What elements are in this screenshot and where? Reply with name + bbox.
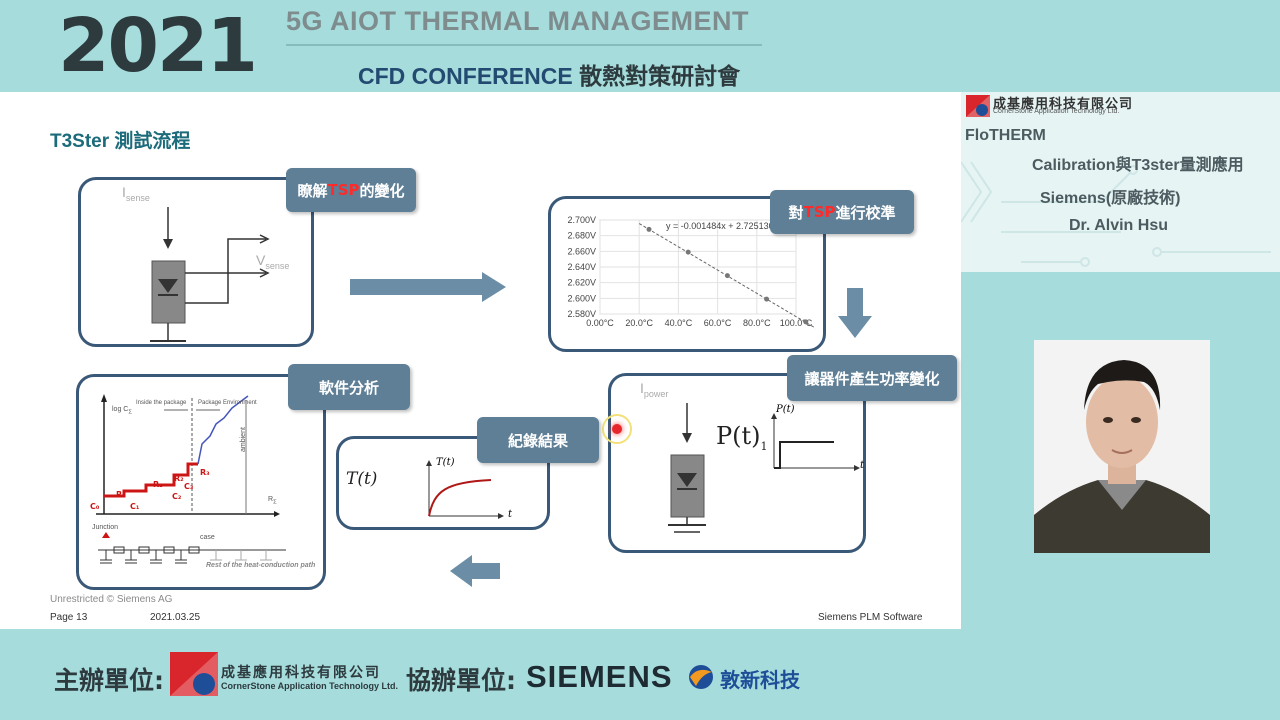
- chart-x-tick-label: 60.0°C: [704, 318, 732, 328]
- footer-classification: Unrestricted © Siemens AG: [50, 594, 173, 605]
- i-power-label: Ipower: [640, 380, 669, 399]
- conference-subtitle-cn: 散熱對策研討會: [579, 63, 741, 89]
- chart-x-tick-label: 40.0°C: [665, 318, 693, 328]
- r3-label: R₃: [200, 468, 210, 477]
- r-sum-axis-label: RΣ: [268, 496, 277, 506]
- chart-equation-label: y = -0.001484x + 2.725130: [666, 221, 774, 231]
- company-name-en: CornerStone Application Technology Ltd.: [993, 108, 1120, 115]
- chart-x-tick-label: 20.0°C: [625, 318, 653, 328]
- temperature-function-label: T(t): [346, 469, 378, 489]
- chart-data-point: [646, 226, 652, 232]
- cornerstone-logo-icon: [170, 652, 218, 696]
- panel-power-change: [608, 373, 866, 553]
- r0-label: R₀: [116, 490, 126, 499]
- panel-tsp-change: [78, 177, 314, 347]
- dunxin-name: 敦新科技: [720, 668, 800, 692]
- chart-data-point: [764, 296, 770, 302]
- callout-record-result: 紀錄結果: [477, 417, 599, 463]
- callout-calibrate-tsp: 對 TSP 進行校準: [770, 190, 914, 234]
- info-line-flotherm: FloTHERM: [965, 127, 1046, 144]
- ambient-label: ambient: [240, 427, 247, 452]
- inside-package-label: Inside the package: [136, 400, 187, 406]
- i-sense-label: Isense: [122, 184, 150, 203]
- info-line-speaker: Dr. Alvin Hsu: [1069, 217, 1168, 234]
- r1-label: R₁: [153, 480, 163, 489]
- junction-label: Junction: [92, 524, 119, 531]
- tsp-circuit-diagram: [150, 207, 270, 342]
- chart-x-tick-label: 0.00°C: [586, 318, 614, 328]
- chart-y-tick-label: 2.700V: [567, 215, 596, 225]
- organizer-label: 主辦單位:: [54, 666, 164, 695]
- info-line-calibration: Calibration與T3ster量測應用: [1032, 157, 1244, 174]
- heat-path-label: Rest of the heat-conduction path: [206, 562, 316, 569]
- footer-date: 2021.03.25: [150, 612, 201, 623]
- package-environment-label: Package Environment: [198, 400, 257, 406]
- callout-software-analysis: 軟件分析: [288, 364, 410, 410]
- dunxin-logo-icon: [689, 665, 713, 689]
- conference-title: 5G AIOT THERMAL MANAGEMENT: [286, 6, 749, 36]
- case-label: case: [200, 534, 215, 541]
- chart-x-tick-label: 100.0°C: [780, 318, 813, 328]
- power-axis-label: P(t): [776, 404, 795, 415]
- c3-label: C₃: [184, 482, 194, 491]
- header-divider: [286, 44, 762, 46]
- c2-label: C₂: [172, 492, 182, 501]
- company-name-cn: 成基應用科技有限公司: [993, 97, 1134, 112]
- arrow-left-icon: [450, 555, 500, 587]
- power-time-axis-label: t: [860, 460, 865, 471]
- slide-area: T3Ster 測試流程 Isense Vsense 瞭解 TSP 的變化 2.7…: [0, 92, 961, 629]
- chart-y-tick-label: 2.680V: [567, 231, 596, 241]
- chart-data-point: [724, 273, 730, 279]
- chart-data-point: [685, 249, 691, 255]
- chart-x-tick-label: 80.0°C: [743, 318, 771, 328]
- chart-data-point: [803, 319, 809, 325]
- conference-subtitle-en: CFD CONFERENCE: [358, 63, 573, 89]
- speaker-info-panel: 成基應用科技有限公司 CornerStone Application Techn…: [961, 92, 1280, 272]
- decorative-circuit-pattern: [961, 161, 1271, 267]
- speaker-photo: [1034, 340, 1210, 553]
- structure-function-diagram: [96, 394, 286, 564]
- chart-y-tick-label: 2.620V: [567, 278, 596, 288]
- chart-y-tick-label: 2.640V: [567, 262, 596, 272]
- callout-understand-tsp: 瞭解 TSP 的變化: [286, 168, 416, 212]
- temperature-response-chart: [426, 460, 504, 519]
- chart-y-tick-label: 2.600V: [567, 293, 596, 303]
- calibration-chart: 2.700V 2.680V 2.660V 2.640V 2.620V 2.600V 2.58…: [567, 215, 816, 329]
- v-sense-label: Vsense: [256, 252, 290, 271]
- info-line-siemens: Siemens(原廠技術): [1040, 190, 1181, 207]
- callout-power-change: 讓器件產生功率變化: [787, 355, 957, 401]
- footer-page-number: Page 13: [50, 612, 88, 623]
- conference-year: 2021: [58, 3, 258, 89]
- cornerstone-logo-icon: [966, 95, 990, 117]
- c0-label: C₀: [90, 502, 100, 511]
- r2-label: R₂: [174, 474, 184, 483]
- laser-pointer-icon: [602, 414, 632, 444]
- chart-y-tick-label: 2.660V: [567, 246, 596, 256]
- temperature-axis-label: T(t): [436, 457, 455, 468]
- siemens-logo: SIEMENS: [526, 659, 673, 694]
- slide-title: T3Ster 測試流程: [50, 131, 191, 152]
- conference-subtitle: CFD CONFERENCE 散熱對策研討會: [358, 57, 740, 91]
- organizer-name-en: CornerStone Application Technology Ltd.: [221, 681, 398, 691]
- footer-software: Siemens PLM Software: [818, 612, 923, 623]
- power-circuit-diagram: [668, 403, 860, 533]
- c1-label: C₁: [130, 502, 140, 511]
- chart-y-tick-label: 2.580V: [567, 309, 596, 319]
- log-c-axis-label: log CΣ: [112, 406, 132, 416]
- organizer-name-cn: 成基應用科技有限公司: [221, 665, 381, 681]
- power-function-label: P(t)1: [716, 422, 768, 453]
- temperature-time-axis-label: t: [508, 509, 513, 520]
- arrow-down-icon: [838, 288, 872, 338]
- co-organizer-label: 協辦單位:: [406, 666, 516, 695]
- arrow-right-icon: [350, 272, 506, 302]
- speaker-portrait-icon: [1034, 340, 1210, 553]
